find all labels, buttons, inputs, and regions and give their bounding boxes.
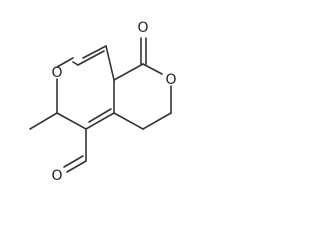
bond-o1-c1: [56, 57, 74, 68]
bond-c1-c8a: [82, 45, 107, 59]
bond-cho-o-b: [63, 155, 84, 168]
bond-c6-c5: [142, 112, 172, 130]
atom-o-ring-right: O: [165, 72, 176, 88]
bond-cho-o-a: [66, 160, 87, 173]
atom-o-carbonyl-top: O: [137, 20, 148, 36]
bond-c8a-top: [105, 45, 115, 81]
bond-c8-o-ring: [142, 63, 163, 75]
bond-c3-methyl: [29, 112, 58, 130]
chemical-structure-figure: O O O O: [0, 0, 186, 196]
bond-c1-o1-short: [72, 61, 79, 66]
bond-c1-c8a-double: [77, 50, 105, 66]
atom-o-aldehyde: O: [51, 168, 62, 184]
molecule-diagram: O O O O: [29, 20, 177, 184]
bond-c3-c4: [56, 112, 87, 130]
atom-o-ring-left: O: [51, 65, 62, 81]
bond-c4-c4a-double: [88, 108, 112, 123]
bond-c5-c4a: [113, 112, 144, 130]
bond-c4-c4a: [85, 112, 115, 130]
bond-c8-c8a: [113, 63, 144, 81]
